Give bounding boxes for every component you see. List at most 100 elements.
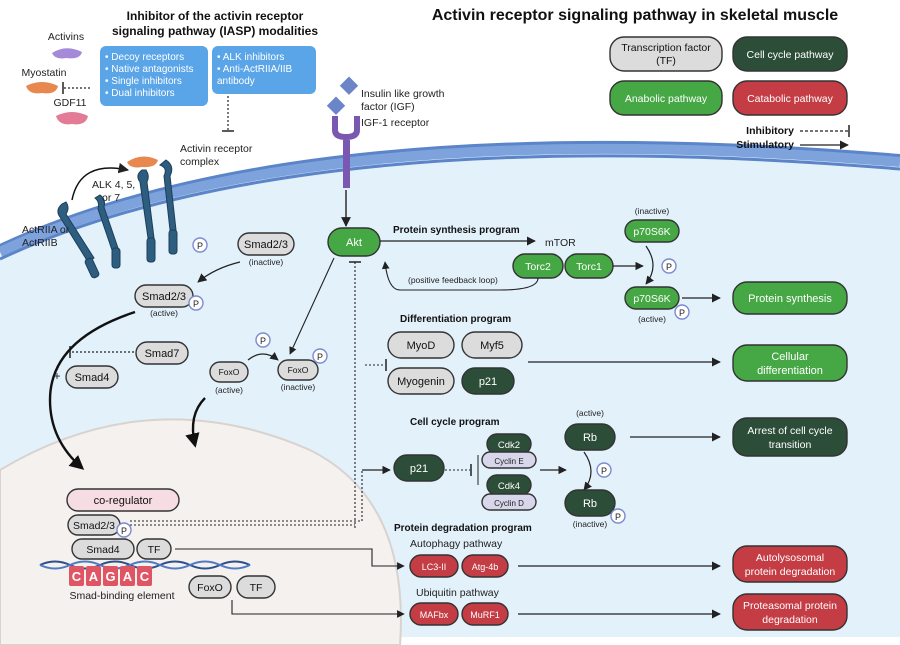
rb-active-label: Rb xyxy=(583,432,597,444)
legend-anabolic-label: Anabolic pathway xyxy=(625,93,708,105)
ubiquitin-label: Ubiquitin pathway xyxy=(416,587,500,599)
phospho-label: P xyxy=(615,512,621,522)
actrii-label-line2: ActRIIB xyxy=(22,237,58,249)
mafbx-node xyxy=(409,602,459,626)
outcome-autolysosomal xyxy=(732,545,848,583)
legend-inhibitory-label: Inhibitory xyxy=(746,125,794,137)
cell-membrane-inner xyxy=(0,154,900,261)
smad23-inactive-state: (inactive) xyxy=(249,257,284,267)
alk-label-line2: or 7 xyxy=(102,192,120,204)
smad23-active-state: (active) xyxy=(150,308,178,318)
igf-ligand-icon xyxy=(326,96,346,115)
mtor-label: mTOR xyxy=(545,237,576,249)
feedback-label: (positive feedback loop) xyxy=(408,275,498,285)
torc1-label: Torc1 xyxy=(576,261,602,273)
igf-ligand-icon xyxy=(339,76,359,95)
torc2-label: Torc2 xyxy=(525,261,551,273)
foxo-active xyxy=(209,361,249,383)
nucleus-foxo-label: FoxO xyxy=(197,582,223,594)
mafbx-label: MAFbx xyxy=(420,610,449,620)
legend-anabolic xyxy=(609,80,723,116)
phospho-label: P xyxy=(121,526,127,536)
myf5-node xyxy=(461,331,523,359)
outcome-autolysosomal-line1: Autolysosomal xyxy=(756,552,824,564)
receptor-complex-line2: complex xyxy=(180,156,220,168)
igf-receptor-icon xyxy=(332,116,360,140)
gdf11-ligand-icon xyxy=(56,112,88,125)
sbe-letter: C xyxy=(140,569,150,584)
myogenin-node xyxy=(387,367,455,395)
phospho-badge xyxy=(255,332,271,348)
outcome-proteasomal-line2: degradation xyxy=(762,614,818,626)
lc3-node xyxy=(409,554,459,578)
sbe-letter: C xyxy=(72,569,82,584)
legend-cell-cycle xyxy=(732,36,848,72)
atg4b-node xyxy=(461,554,509,578)
cell-membrane xyxy=(0,143,900,257)
nucleus-smad23-label: Smad2/3 xyxy=(73,520,115,532)
murf1-label: MuRF1 xyxy=(470,610,500,620)
cell-membrane-outer xyxy=(0,140,900,248)
sbe-label: Smad-binding element xyxy=(69,590,174,602)
murf1-node xyxy=(461,602,509,626)
nucleus-tf-label: TF xyxy=(148,544,161,556)
p70s6k-active-label: p70S6K xyxy=(633,293,670,305)
iasp-box-right-item: antibody xyxy=(217,76,255,87)
cyclin-e-node xyxy=(481,451,537,469)
legend-stimulatory-label: Stimulatory xyxy=(736,139,794,151)
outcome-cell-cycle-arrest xyxy=(732,417,848,457)
akt-label: Akt xyxy=(346,237,362,249)
alk-label-line1: ALK 4, 5, xyxy=(92,179,135,191)
legend-catabolic xyxy=(732,80,848,116)
outcome-proteasomal xyxy=(732,593,848,631)
phospho-label: P xyxy=(317,352,323,362)
phospho-label: P xyxy=(260,336,266,346)
nucleus-smad4 xyxy=(71,538,135,560)
foxo-inactive xyxy=(277,359,319,381)
igf-receptor-label: IGF-1 receptor xyxy=(361,117,430,129)
iasp-box-left-item: • Native antagonists xyxy=(105,64,194,75)
phospho-label: P xyxy=(666,262,672,272)
legend-tf xyxy=(609,36,723,72)
p70s6k-inactive xyxy=(624,219,680,243)
myostatin-ligand-icon xyxy=(26,82,58,94)
actrii-label-line1: ActRIIA or xyxy=(22,224,70,236)
phospho-badge xyxy=(192,237,208,253)
phospho-badge xyxy=(312,348,328,364)
diff-p21-label: p21 xyxy=(479,376,497,388)
cdk4-label: Cdk4 xyxy=(498,481,520,492)
legend-tf-line1: Transcription factor xyxy=(621,42,711,54)
phospho-label: P xyxy=(197,241,203,251)
foxo-active-label: FoxO xyxy=(219,367,240,377)
phospho-label: P xyxy=(193,299,199,309)
sbe-letter: A xyxy=(89,569,99,584)
legend-tf-line2: (TF) xyxy=(656,55,676,67)
atg4b-label: Atg-4b xyxy=(472,562,499,572)
outcome-protein-synthesis xyxy=(732,281,848,315)
phospho-badge xyxy=(596,462,612,478)
iasp-box-left-item: • Decoy receptors xyxy=(105,52,184,63)
myogenin-label: Myogenin xyxy=(397,376,445,388)
receptor-complex-line1: Activin receptor xyxy=(180,143,253,155)
iasp-title-line1: Inhibitor of the activin receptor xyxy=(127,9,304,23)
foxo-inactive-label: FoxO xyxy=(288,365,309,375)
gdf11-label: GDF11 xyxy=(53,97,86,109)
activins-ligand-icon xyxy=(52,48,82,59)
phospho-badge xyxy=(674,304,690,320)
smad23-inactive xyxy=(237,232,295,256)
phospho-label: P xyxy=(679,308,685,318)
cdk2-label: Cdk2 xyxy=(498,440,520,451)
cell-cycle-heading: Cell cycle program xyxy=(410,417,500,428)
iasp-box-left-item: • Single inhibitors xyxy=(105,76,182,87)
receptor-ligand-icon xyxy=(127,156,158,168)
activins-label: Activins xyxy=(48,31,84,43)
sbe-letter-box xyxy=(103,566,118,586)
rb-inactive-state: (inactive) xyxy=(573,519,608,529)
akt-node xyxy=(327,227,381,257)
diagram-title: Activin receptor signaling pathway in sk… xyxy=(432,7,838,24)
rb-inactive-node xyxy=(564,489,616,517)
autophagy-label: Autophagy pathway xyxy=(410,538,503,550)
coregulator-node xyxy=(66,488,180,512)
